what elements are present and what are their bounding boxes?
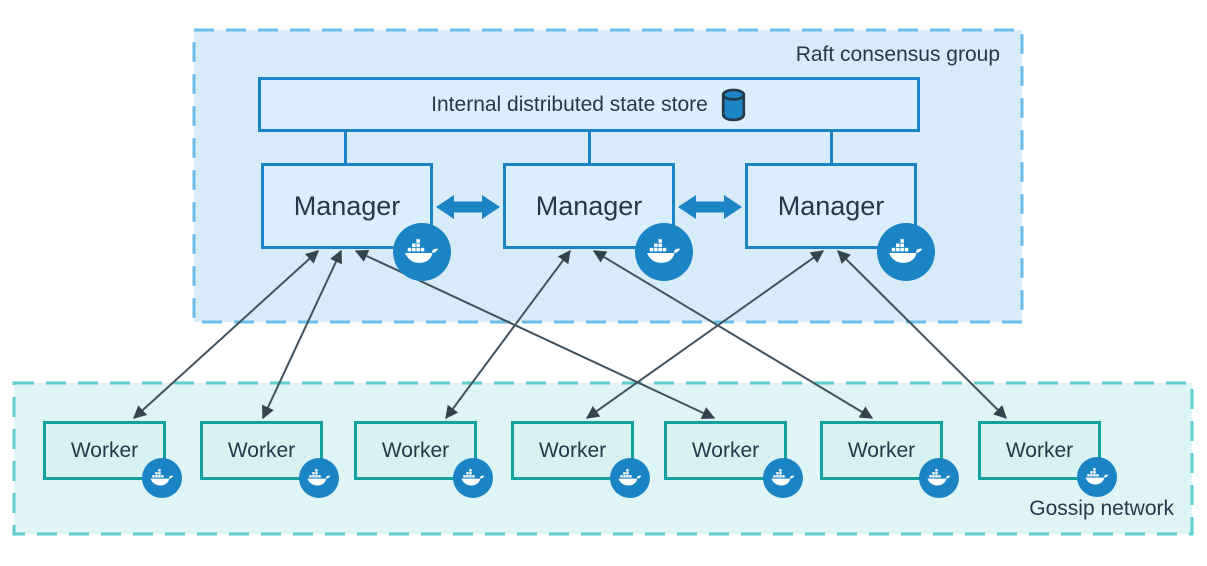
docker-whale-icon [610,458,650,498]
manager-worker-arrow [262,249,342,420]
manager-peer-arrow [678,195,742,219]
worker-box: Worker [978,421,1101,480]
manager-label: Manager [777,190,885,221]
worker-label: Worker [70,438,139,462]
manager-peer-arrow [436,195,500,219]
worker-box: Worker [820,421,943,480]
worker-label: Worker [381,438,450,462]
database-cylinder-icon [721,88,745,121]
docker-whale-icon [635,223,693,281]
manager-label: Manager [535,190,643,221]
worker-label: Worker [691,438,760,462]
raft-group-label: Raft consensus group [795,43,1000,66]
worker-label: Worker [538,438,607,462]
docker-whale-icon [299,458,339,498]
docker-whale-icon [393,223,451,281]
state-store-label: Internal distributed state store [431,92,708,116]
docker-whale-icon [763,458,803,498]
manager-worker-arrow [585,250,825,419]
docker-whale-icon [453,458,493,498]
docker-whale-icon [877,223,935,281]
worker-label: Worker [227,438,296,462]
docker-whale-icon [1077,457,1117,497]
manager-worker-arrow [445,249,571,420]
worker-label: Worker [1005,438,1074,462]
docker-whale-icon [142,458,182,498]
worker-label: Worker [847,438,916,462]
gossip-network-label: Gossip network [1029,497,1174,520]
worker-box: Worker [664,421,787,480]
docker-whale-icon [919,458,959,498]
state-store-box: Internal distributed state store [258,77,920,132]
manager-label: Manager [293,190,401,221]
manager-worker-arrow [837,250,1007,419]
